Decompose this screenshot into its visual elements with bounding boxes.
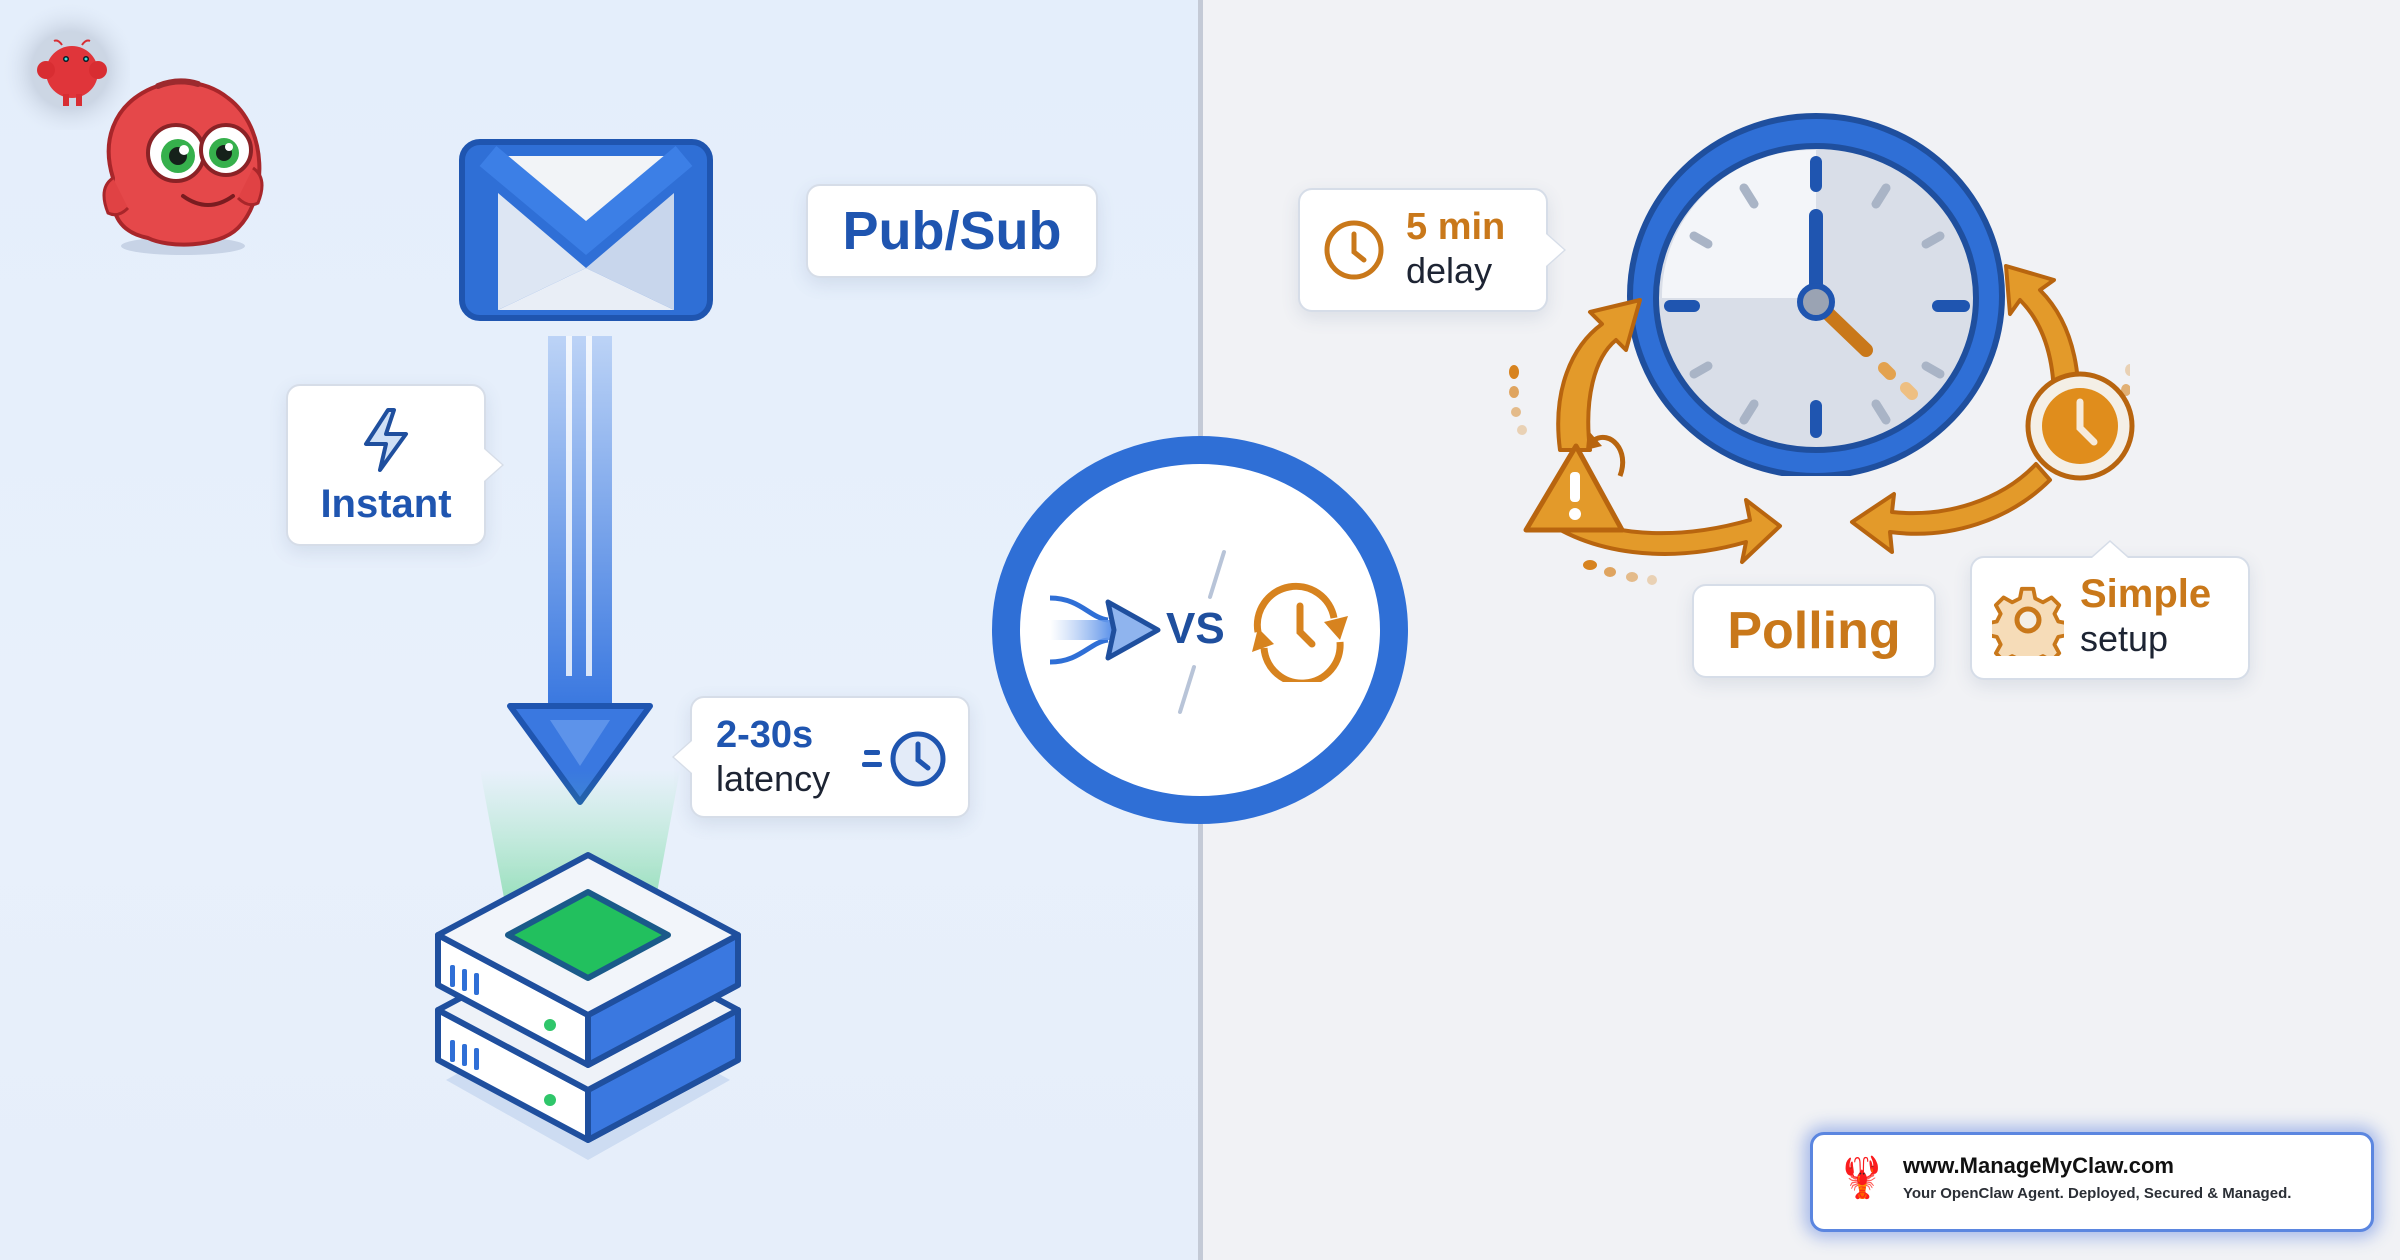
polling-title: Polling bbox=[1727, 602, 1901, 660]
fast-clock-icon bbox=[862, 728, 952, 795]
latency-value: 2-30s bbox=[716, 714, 814, 756]
clock-badge-icon bbox=[2024, 370, 2136, 482]
latency-badge: 2-30s latency bbox=[690, 696, 970, 818]
clock-outline-icon bbox=[1322, 218, 1386, 287]
setup-value: Simple bbox=[2080, 572, 2212, 616]
setup-badge: Simple setup bbox=[1970, 556, 2250, 680]
vs-label: VS bbox=[1166, 604, 1225, 653]
refresh-clock-icon bbox=[1244, 582, 1354, 687]
brand-url[interactable]: www.ManageMyClaw.com bbox=[1903, 1153, 2174, 1178]
pubsub-title: Pub/Sub bbox=[842, 201, 1062, 261]
server-stack-icon bbox=[420, 740, 760, 1180]
delay-badge: 5 min delay bbox=[1298, 188, 1548, 312]
setup-label: setup bbox=[2080, 618, 2169, 659]
polling-title-card: Polling bbox=[1692, 584, 1936, 678]
instant-label: Instant bbox=[320, 482, 452, 526]
mascot-small-icon bbox=[0, 0, 140, 140]
mascot-blob-icon bbox=[68, 58, 278, 258]
vs-circle: VS bbox=[988, 432, 1412, 828]
flow-arrow-icon bbox=[1049, 590, 1162, 675]
downward-arrow-icon bbox=[490, 336, 670, 806]
gmail-envelope-icon bbox=[458, 138, 714, 322]
instant-badge: Instant bbox=[286, 384, 486, 546]
pubsub-title-card: Pub/Sub bbox=[806, 184, 1098, 278]
gear-icon bbox=[1985, 584, 2070, 672]
wall-clock-icon bbox=[1622, 106, 2042, 479]
delay-label: delay bbox=[1406, 250, 1493, 291]
brand-tagline: Your OpenClaw Agent. Deployed, Secured &… bbox=[1903, 1185, 2292, 1202]
latency-label: latency bbox=[716, 758, 831, 799]
delay-value: 5 min bbox=[1406, 206, 1506, 248]
brand-banner[interactable]: 🦞 www.ManageMyClaw.com Your OpenClaw Age… bbox=[1810, 1132, 2374, 1232]
lightning-bolt-icon bbox=[358, 406, 414, 479]
lobster-icon: 🦞 bbox=[1837, 1156, 1887, 1200]
